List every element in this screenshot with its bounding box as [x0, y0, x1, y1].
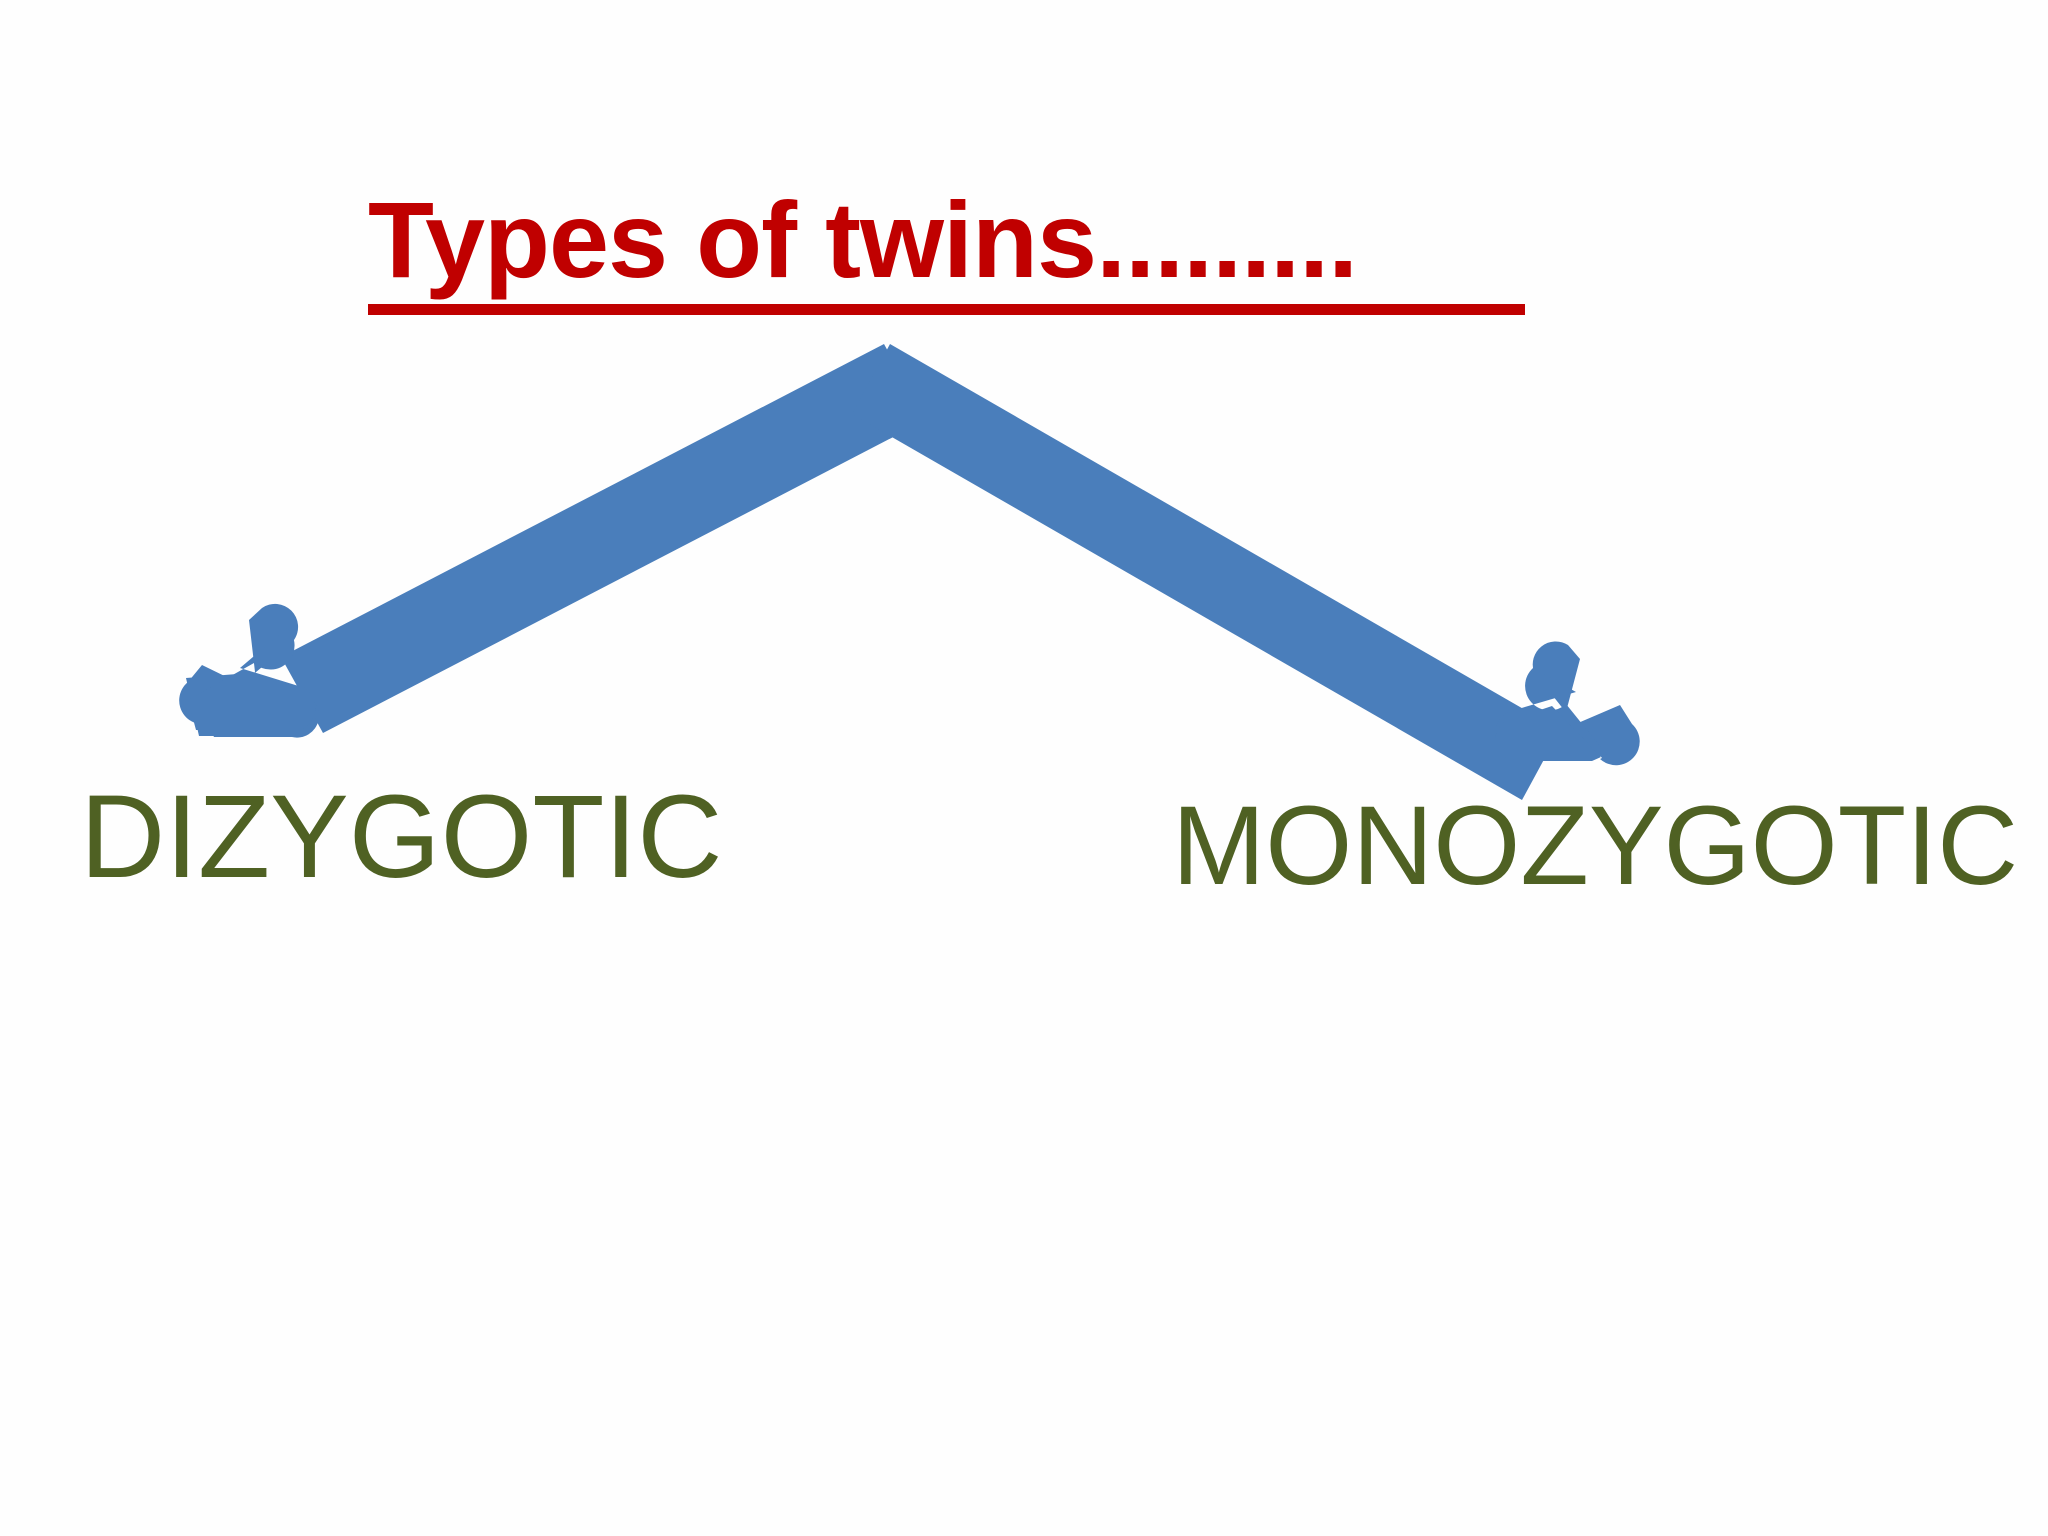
title-underline — [368, 304, 1525, 315]
right-branch-arrow — [852, 344, 1640, 800]
page-title: Types of twins......... — [368, 179, 1358, 300]
left-branch-arrow — [179, 344, 926, 738]
title-block: Types of twins......... — [368, 178, 1528, 318]
branch-label-monozygotic: MONOZYGOTIC — [1172, 783, 2019, 908]
branch-label-dizygotic: DIZYGOTIC — [80, 771, 723, 903]
